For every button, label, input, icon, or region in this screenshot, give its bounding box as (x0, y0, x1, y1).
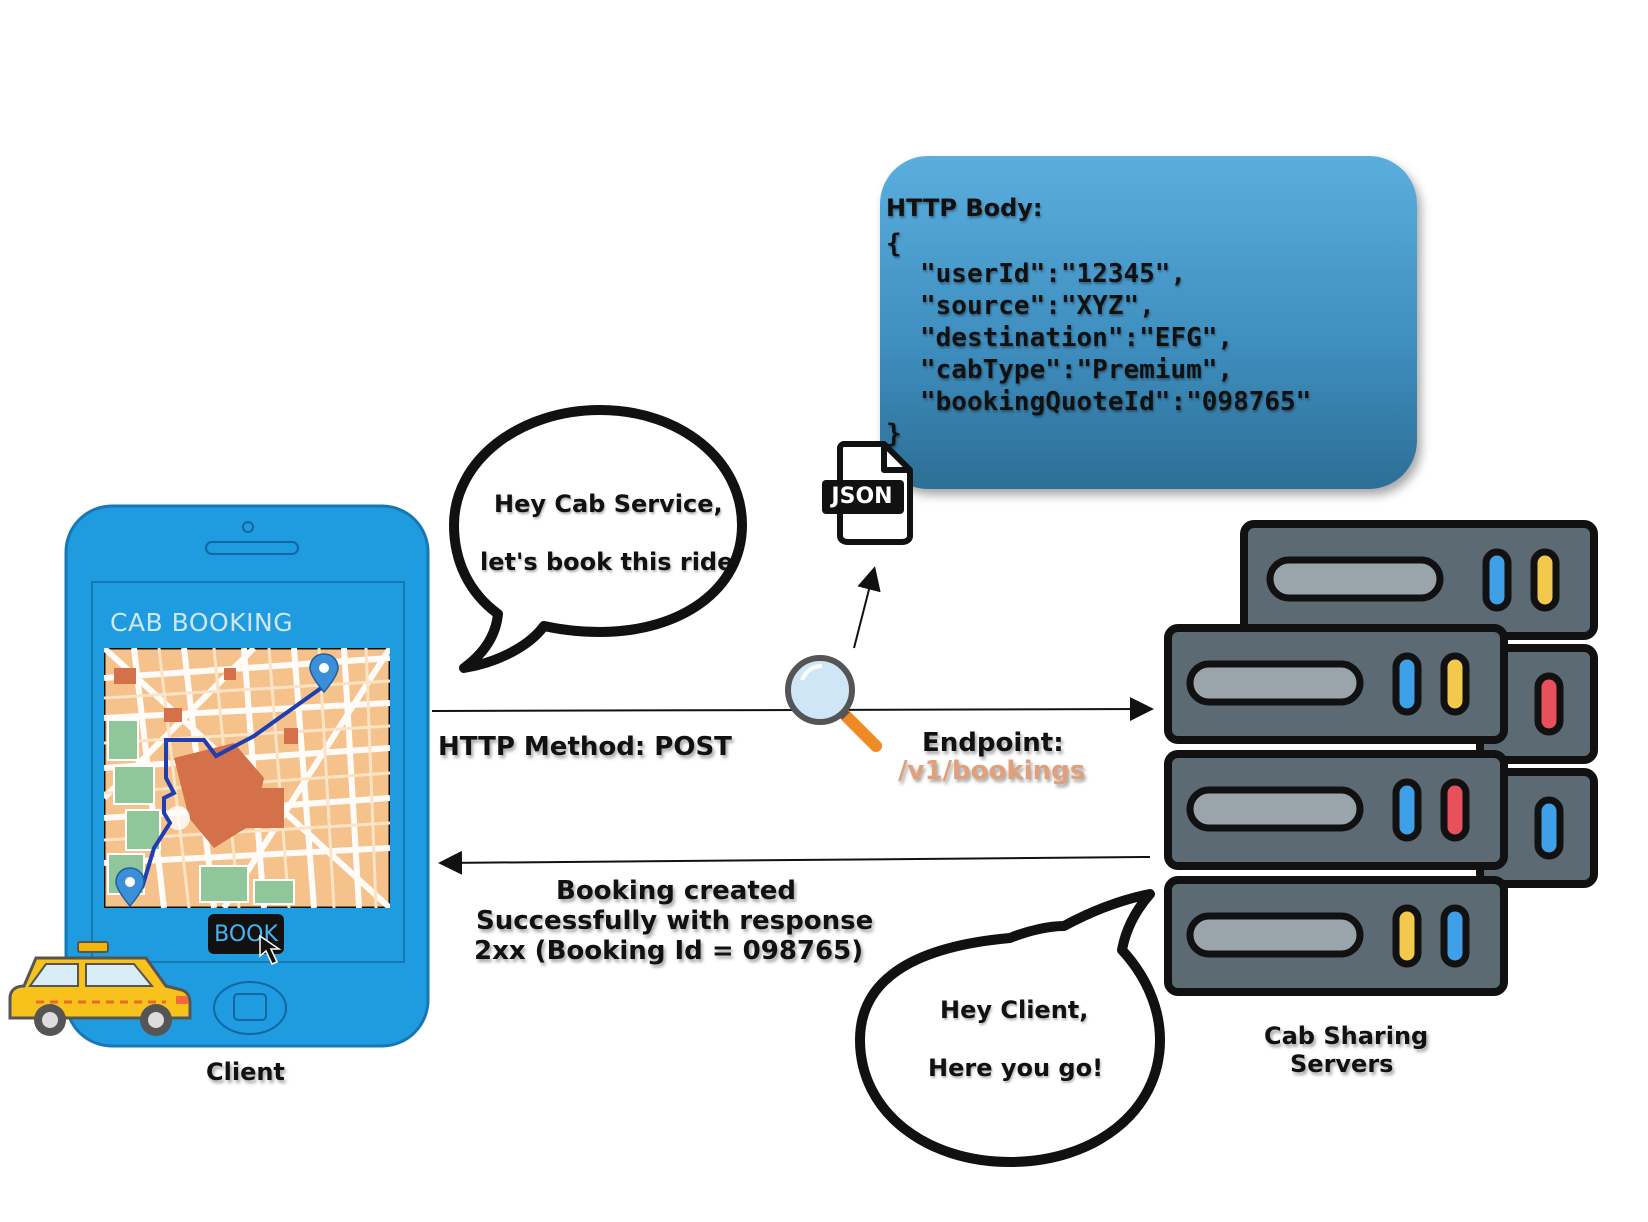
response-line2: Successfully with response (476, 906, 874, 936)
http-body-line: "userId":"12345", (920, 259, 1187, 289)
response-bubble-line1: Hey Client, (940, 996, 1089, 1024)
json-file-icon (822, 441, 913, 545)
client-label: Client (206, 1058, 285, 1086)
http-body-line: "cabType":"Premium", (920, 355, 1234, 385)
request-bubble-line1: Hey Cab Service, (494, 490, 723, 518)
response-line3: 2xx (Booking Id = 098765) (474, 936, 864, 966)
http-body-line: "destination":"EFG", (920, 323, 1234, 353)
servers-label-line2: Servers (1290, 1050, 1394, 1078)
http-body-line: "bookingQuoteId":"098765" (920, 387, 1312, 417)
http-body-line: "source":"XYZ", (920, 291, 1155, 321)
http-body-title: HTTP Body: (886, 194, 1043, 222)
http-method-label: HTTP Method: POST (438, 732, 732, 762)
origin-pin-icon (115, 867, 145, 908)
endpoint-path: /v1/bookings (898, 756, 1086, 786)
server-rack-icon (1164, 520, 1598, 996)
route-map (104, 648, 390, 908)
response-arrow (438, 850, 1151, 875)
endpoint-label: Endpoint: (922, 728, 1064, 758)
request-arrow (431, 697, 1154, 722)
http-body-close-brace: } (886, 419, 902, 449)
http-body-box (880, 156, 1417, 489)
request-speech-bubble (449, 405, 747, 673)
response-bubble-line2: Here you go! (928, 1054, 1104, 1082)
response-line1: Booking created (556, 876, 797, 906)
magnifier-icon (785, 655, 882, 752)
request-bubble-line2: let's book this ride (480, 548, 734, 576)
app-title: CAB BOOKING (110, 608, 294, 637)
inspect-arrow (853, 566, 881, 649)
destination-pin-icon (309, 653, 339, 694)
json-file-label: JSON (831, 484, 893, 509)
http-body-open-brace: { (886, 229, 902, 259)
taxi-icon (8, 941, 192, 1036)
cursor-icon (259, 934, 282, 965)
response-speech-bubble (855, 889, 1165, 1167)
servers-label-line1: Cab Sharing (1264, 1022, 1429, 1050)
